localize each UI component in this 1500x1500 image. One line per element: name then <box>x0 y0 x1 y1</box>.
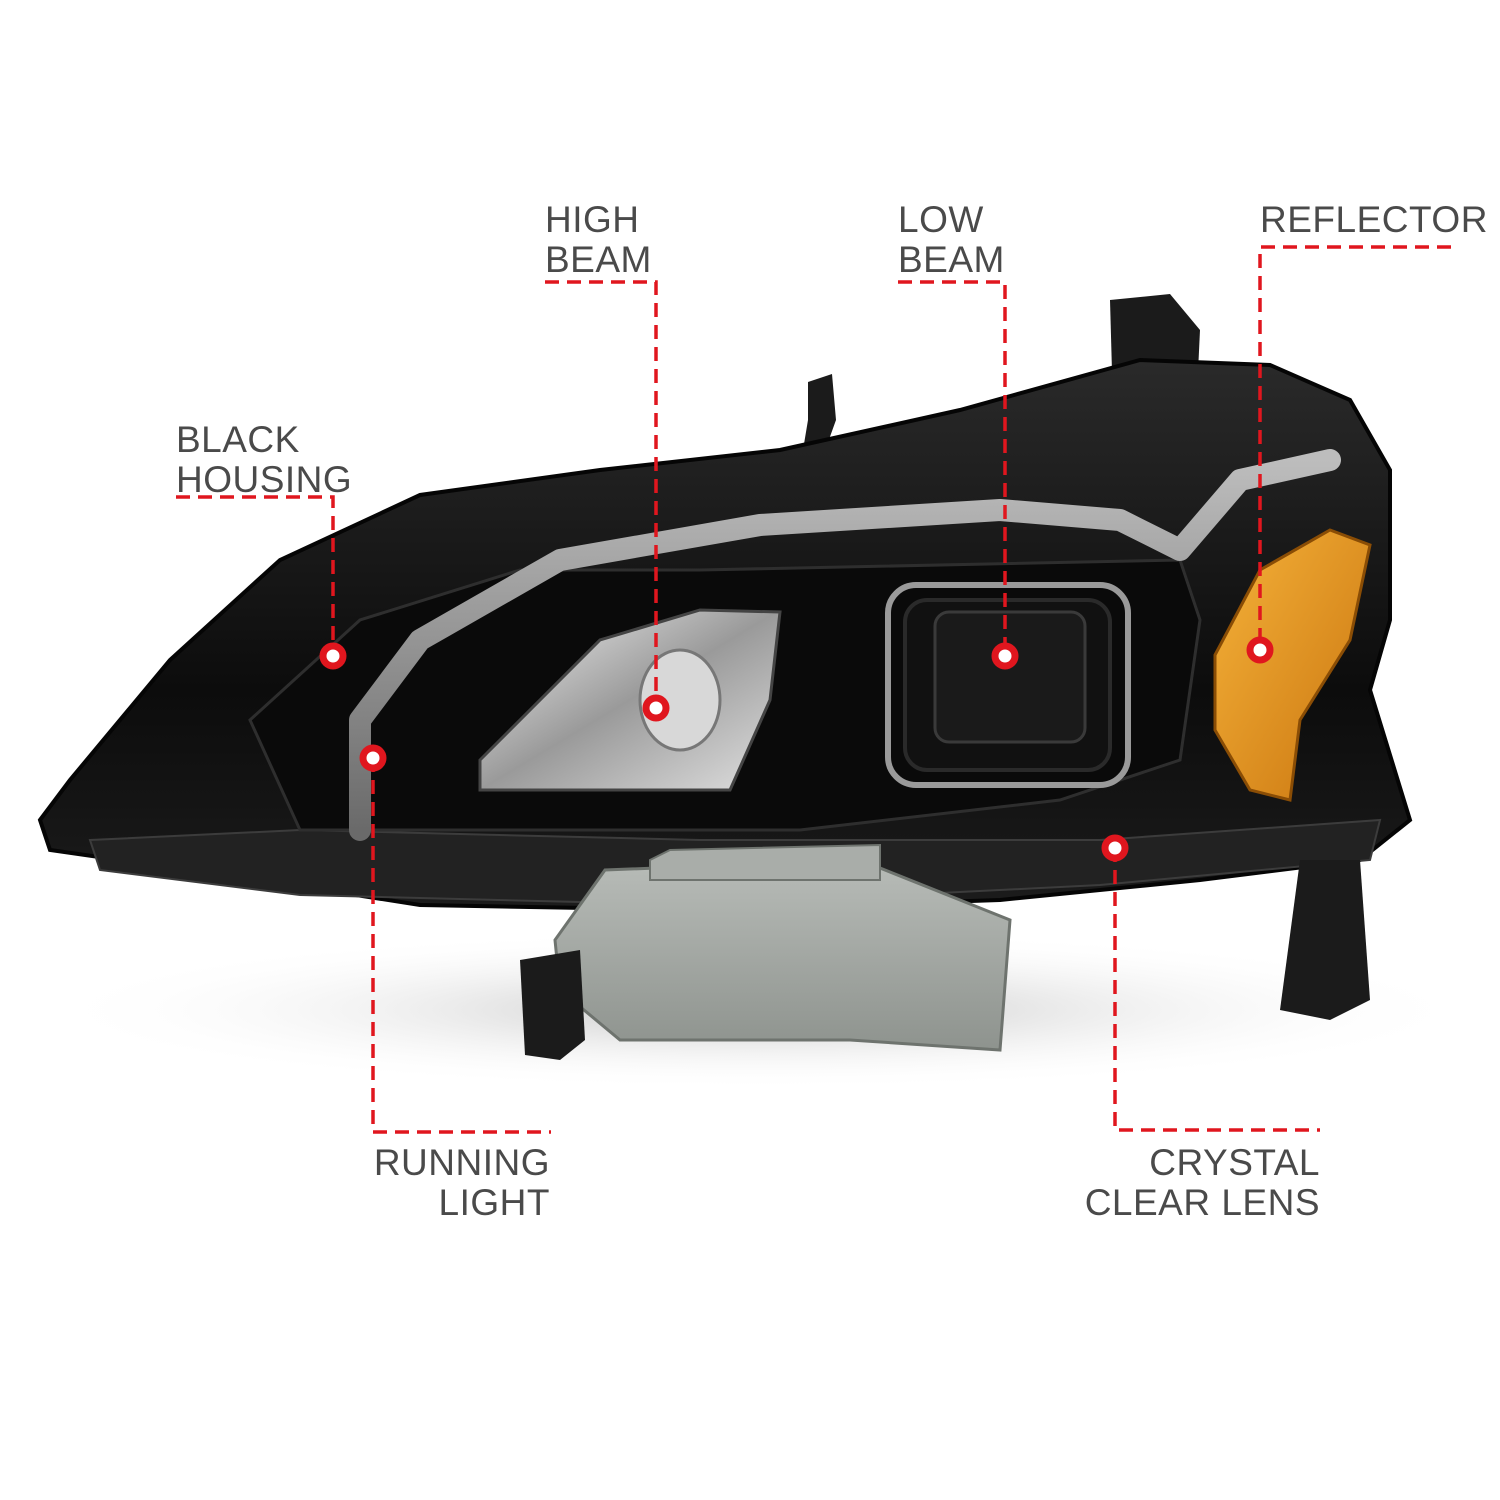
callout-dot-black-housing <box>319 642 347 670</box>
low-beam-frame-outer <box>885 582 1131 788</box>
high-beam-bulb <box>638 648 722 752</box>
right-mount-leg <box>1280 860 1370 1020</box>
callout-line-crystal-clear-lens <box>1113 848 1320 1132</box>
label-low-beam-line1: LOW <box>898 199 984 240</box>
callout-line-black-housing <box>176 495 335 656</box>
left-mount-leg <box>520 950 585 1060</box>
callout-line-low-beam <box>898 280 1007 656</box>
callout-dot-crystal-clear-lens <box>1101 834 1129 862</box>
bracket-tab <box>649 843 881 881</box>
label-black-housing-line2: HOUSING <box>176 459 353 500</box>
top-mount-tab <box>1110 294 1200 372</box>
amber-reflector <box>1213 528 1372 802</box>
callout-dot-high-beam <box>642 694 670 722</box>
label-running-light-line2: LIGHT <box>438 1182 550 1223</box>
high-beam-reflector <box>478 608 782 792</box>
label-black-housing-line1: BLACK <box>176 419 300 460</box>
callout-lines <box>176 245 1451 1134</box>
callout-dot-running-light <box>359 744 387 772</box>
label-high-beam: HIGH BEAM <box>545 200 652 280</box>
label-reflector-line1: REFLECTOR <box>1260 199 1488 240</box>
label-crystal-clear-lens-line2: CLEAR LENS <box>1084 1182 1320 1223</box>
label-low-beam: LOW BEAM <box>898 200 1005 280</box>
label-low-beam-line2: BEAM <box>898 239 1005 280</box>
label-running-light-line1: RUNNING <box>373 1142 550 1183</box>
label-high-beam-line2: BEAM <box>545 239 652 280</box>
callout-line-running-light <box>371 758 551 1134</box>
callout-line-high-beam <box>545 280 658 708</box>
label-high-beam-line1: HIGH <box>545 199 640 240</box>
label-running-light: RUNNING LIGHT <box>350 1143 550 1223</box>
label-black-housing: BLACK HOUSING <box>176 420 352 500</box>
low-beam-lens <box>933 610 1087 744</box>
callout-dots <box>319 636 1274 862</box>
callout-dot-reflector <box>1246 636 1274 664</box>
callout-dot-low-beam <box>991 642 1019 670</box>
running-light-bar <box>349 449 1341 841</box>
label-crystal-clear-lens: CRYSTAL CLEAR LENS <box>1060 1143 1320 1223</box>
label-crystal-clear-lens-line1: CRYSTAL <box>1149 1142 1320 1183</box>
label-reflector: REFLECTOR <box>1260 200 1488 240</box>
